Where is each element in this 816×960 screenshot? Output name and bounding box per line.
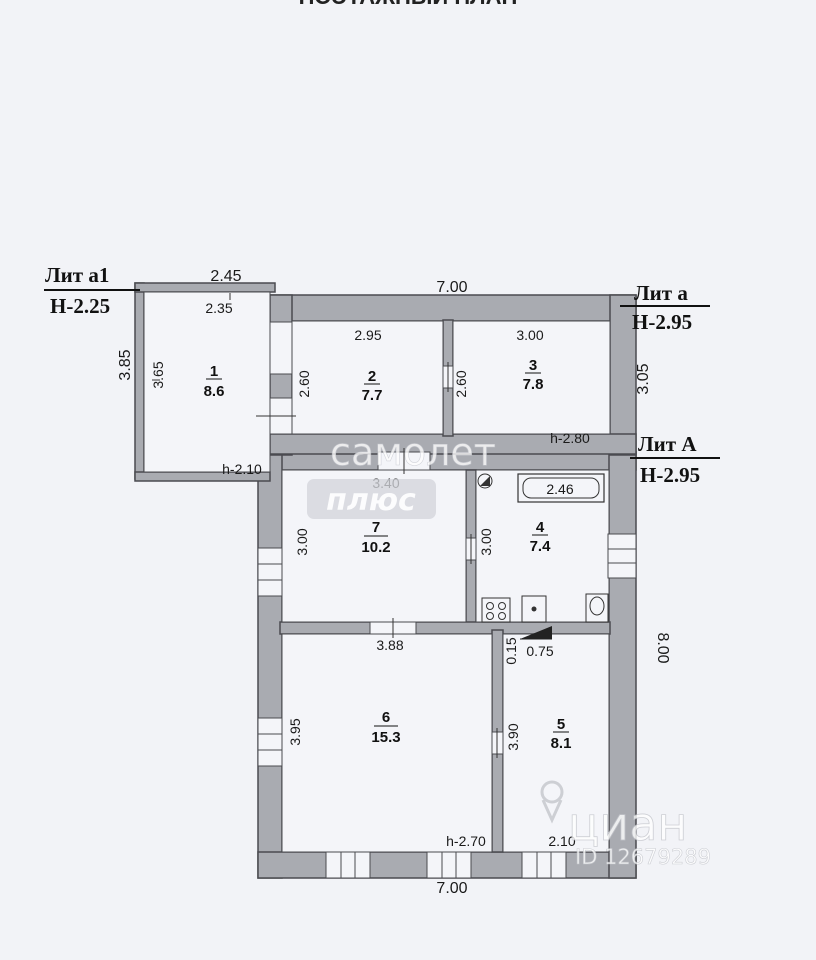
- room-4-area: 7.4: [530, 538, 552, 555]
- room-3-num: 3: [529, 357, 537, 374]
- windows: [257, 321, 637, 879]
- samolet-watermark: самолет плюс: [307, 430, 496, 519]
- height-a1: h-2.10: [222, 461, 262, 477]
- dim-right-upper: 3.05: [635, 363, 652, 394]
- room-2-width: 2.95: [354, 327, 381, 343]
- lit-A-height: Н-2.95: [640, 463, 700, 487]
- room-1-num: 1: [210, 363, 218, 380]
- room-3-height: 2.60: [453, 370, 469, 397]
- room-7-label: 7 10.2: [361, 519, 390, 556]
- bathtub: [517, 473, 605, 503]
- dim-a1-left-outer: 3.85: [117, 349, 134, 380]
- lit-a1-name: Лит а1: [45, 263, 109, 287]
- room-1-area: 8.6: [204, 383, 225, 400]
- lit-A-name: Лит А: [638, 432, 697, 456]
- room-2-num: 2: [368, 368, 376, 385]
- door-ticks: [152, 293, 498, 758]
- dim-a1-top-inner: 2.35: [205, 300, 232, 316]
- cian-watermark: циан ID 12679289: [540, 780, 711, 869]
- room-6-height: 3.95: [287, 718, 303, 745]
- room-5-num: 5: [557, 716, 565, 733]
- samolet-plus-text: плюс: [326, 483, 416, 518]
- room-7-height: 3.00: [294, 528, 310, 555]
- boiler-icon: [477, 473, 493, 489]
- room-3-width: 3.00: [516, 327, 543, 343]
- bathtub-length: 2.46: [546, 481, 573, 497]
- walls: [134, 282, 637, 879]
- cian-id-text: ID 12679289: [575, 845, 711, 869]
- room-6-label: 6 15.3: [371, 709, 400, 746]
- lit-a-label: Лит а Н-2.95: [620, 281, 710, 334]
- stairs-icon: [520, 626, 552, 640]
- lit-a-name: Лит а: [634, 281, 688, 305]
- room-5-width: 2.10: [548, 833, 575, 849]
- dim-right: 8.00: [654, 632, 671, 663]
- height-A: h-2.70: [446, 833, 486, 849]
- dim-top: 7.00: [436, 279, 467, 296]
- room-7-area: 10.2: [361, 539, 390, 556]
- sink-icon: [521, 595, 547, 623]
- plan-title: ПОЭТАЖНЫЙ ПЛАН: [299, 0, 518, 9]
- lit-A-label: Лит А Н-2.95: [630, 432, 720, 487]
- cian-brand-text: циан: [568, 797, 687, 851]
- lit-a1-label: Лит а1 Н-2.25: [44, 263, 140, 318]
- room-4-height: 3.00: [478, 528, 494, 555]
- stove-icon: [481, 597, 511, 623]
- room-2-area: 7.7: [362, 387, 383, 404]
- samolet-logo-text: самолет: [330, 430, 496, 474]
- stair-depth: 0.15: [503, 637, 519, 664]
- room-4-num: 4: [536, 519, 545, 536]
- dim-a1-top-outer: 2.45: [210, 268, 241, 285]
- room-2-label: 2 7.7: [362, 368, 383, 404]
- room-3-area: 7.8: [523, 376, 544, 393]
- room-floors: [143, 291, 611, 853]
- lit-a1-height: Н-2.25: [50, 294, 110, 318]
- room-2-height: 2.60: [296, 370, 312, 397]
- cian-pin-icon: [540, 780, 564, 824]
- room-4-label: 4 7.4: [530, 519, 552, 555]
- room-7-num: 7: [372, 519, 380, 536]
- room-6-area: 15.3: [371, 729, 400, 746]
- washbasin-icon: [585, 593, 609, 623]
- room-5-label: 5 8.1: [551, 716, 572, 752]
- lit-a-height: Н-2.95: [632, 310, 692, 334]
- room-3-label: 3 7.8: [523, 357, 544, 393]
- stair-width: 0.75: [526, 643, 553, 659]
- room-5-height: 3.90: [505, 723, 521, 750]
- window-lines: [258, 548, 636, 878]
- height-a: h-2.80: [550, 430, 590, 446]
- dim-bottom: 7.00: [436, 880, 467, 897]
- room-5-area: 8.1: [551, 735, 572, 752]
- room-6-num: 6: [382, 709, 390, 726]
- dim-a1-left-inner: 3.65: [150, 361, 166, 388]
- room-1-label: 1 8.6: [204, 363, 225, 400]
- room-6-width: 3.88: [376, 637, 403, 653]
